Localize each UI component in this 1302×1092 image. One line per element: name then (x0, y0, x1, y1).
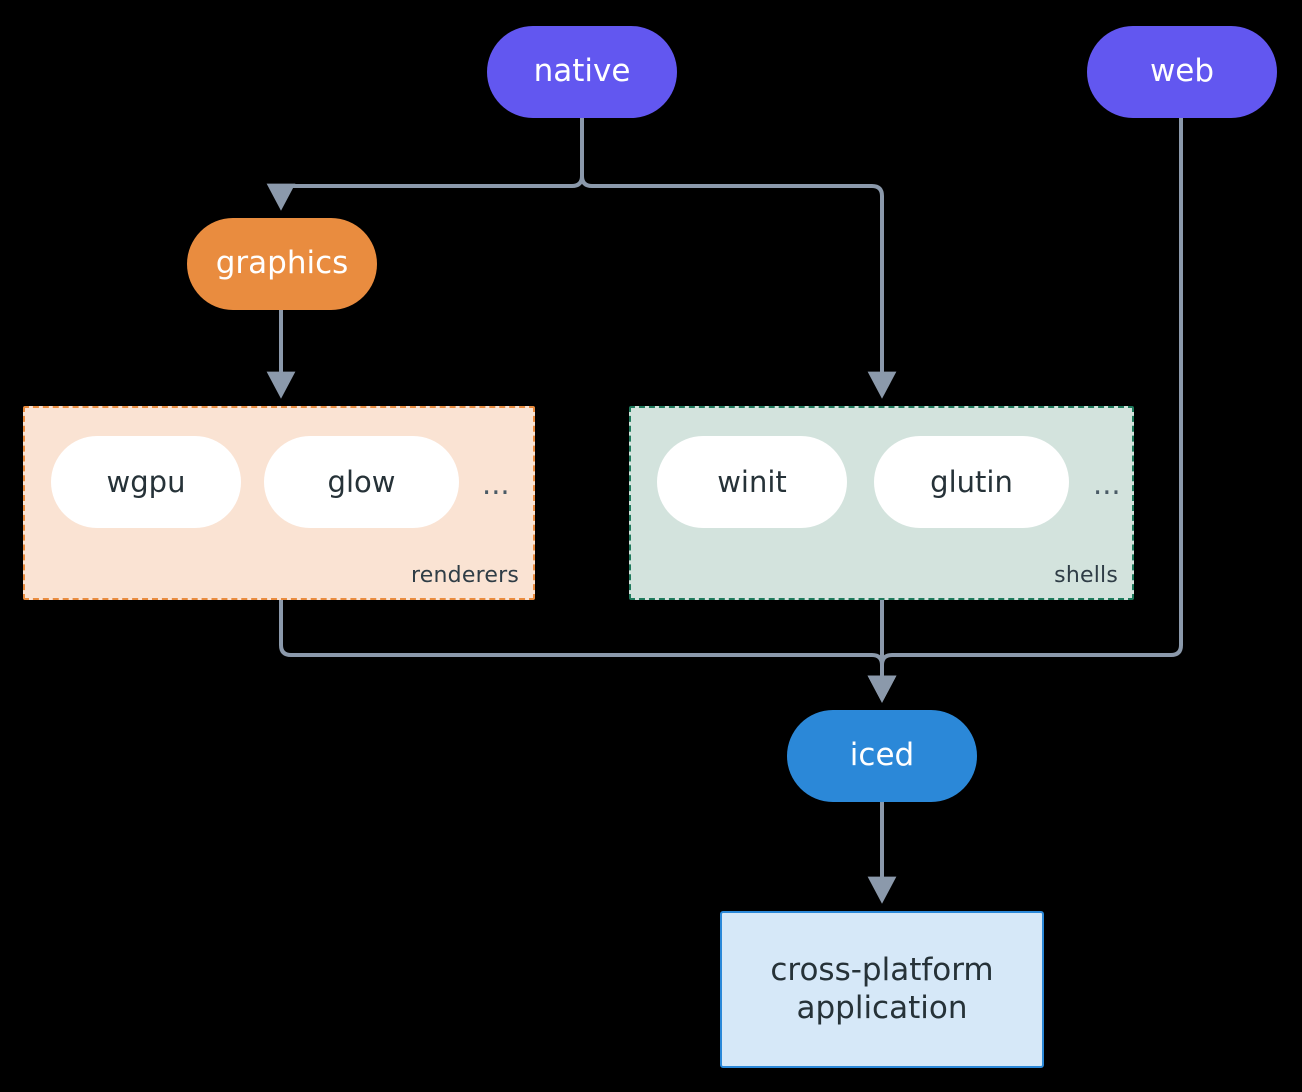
node-web-label: web (1149, 53, 1215, 90)
cluster-shells: winit glutin ... shells (629, 406, 1134, 600)
cluster-renderers-title: renderers (411, 563, 519, 588)
node-graphics-label: graphics (215, 245, 349, 282)
chip-glow-label: glow (327, 465, 396, 499)
edge-web-to-iced (867, 118, 1183, 703)
chip-winit-label: winit (717, 465, 787, 499)
node-graphics[interactable]: graphics (187, 218, 377, 310)
chip-wgpu[interactable]: wgpu (51, 436, 241, 528)
node-native[interactable]: native (487, 26, 677, 118)
chip-glutin[interactable]: glutin (874, 436, 1069, 528)
chip-glutin-label: glutin (930, 465, 1013, 499)
cluster-shells-title: shells (1054, 563, 1118, 588)
node-cross-platform-application[interactable]: cross-platform application (720, 911, 1044, 1068)
chip-wgpu-label: wgpu (106, 465, 186, 499)
renderers-overflow-ellipsis: ... (482, 467, 510, 501)
node-application-label: cross-platform application (770, 951, 994, 1026)
node-web[interactable]: web (1087, 26, 1277, 118)
edge-native-to-shells (580, 118, 897, 399)
node-native-label: native (533, 53, 631, 90)
edge-native-to-graphics (266, 118, 584, 211)
node-iced[interactable]: iced (787, 710, 977, 802)
chip-winit[interactable]: winit (657, 436, 847, 528)
cluster-renderers: wgpu glow ... renderers (23, 406, 535, 600)
node-iced-label: iced (849, 737, 915, 774)
shells-overflow-ellipsis: ... (1093, 467, 1121, 501)
chip-glow[interactable]: glow (264, 436, 459, 528)
edge-renderers-to-iced (279, 600, 897, 703)
